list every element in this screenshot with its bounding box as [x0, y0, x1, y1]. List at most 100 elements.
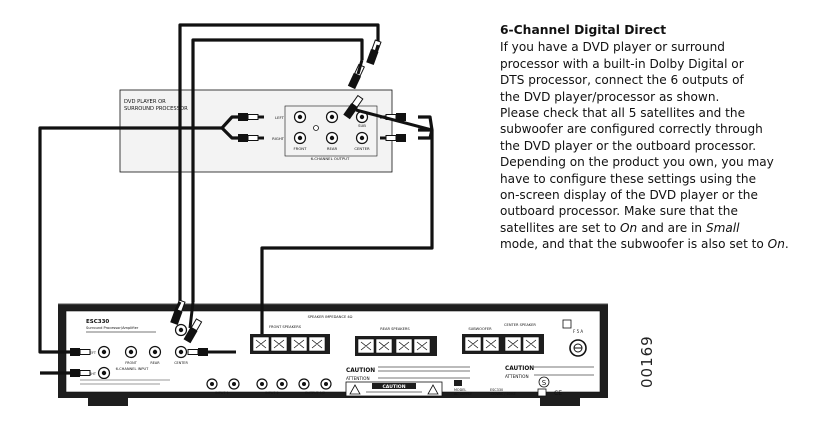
- dvd-label-front: FRONT: [294, 146, 308, 151]
- amp-spec-plate: MODEL ESC330 AC SUPPLY 120VAC / 60HZ: [454, 380, 516, 396]
- amp-ac-value: 120VAC / 60HZ: [490, 392, 516, 396]
- line-text: have to configure these settings using t…: [500, 171, 757, 186]
- cable-left-front: [38, 115, 250, 354]
- amp-input1-label: INPUT 1: [215, 391, 228, 395]
- dvd-label-sub: SUB: [358, 123, 366, 128]
- amp-jack-left: [97, 345, 111, 359]
- figure-id: 00169: [638, 335, 656, 388]
- paragraph-line: the DVD player/processor as shown.: [500, 89, 818, 105]
- emphasis-text: On: [767, 237, 785, 252]
- amp-attention-1: ATTENTION: [346, 376, 370, 381]
- cable-loop-inner: [191, 38, 364, 302]
- line-text: on-screen display of the DVD player or t…: [500, 188, 758, 203]
- paragraph-line: mode, and that the subwoofer is also set…: [500, 236, 818, 252]
- paragraph-line: Please check that all 5 satellites and t…: [500, 105, 818, 121]
- amp-cert-marks: S CE: [537, 376, 562, 397]
- amp-front-label: FRONT SPEAKERS: [269, 325, 302, 329]
- plug-amp-left-2: [70, 369, 91, 377]
- amp-label-rear: REAR: [150, 361, 160, 365]
- paragraph-line: the DVD player or the outboard processor…: [500, 138, 818, 154]
- cable-right-stub-top: [418, 115, 434, 131]
- amp-output12-label: OUTPUT 1/2: [305, 391, 325, 395]
- dvd-jack-rear-right: [325, 131, 339, 145]
- amp-input-label: 6-CHANNEL INPUT: [116, 367, 150, 371]
- amp-rear-label: REAR SPEAKERS: [380, 327, 410, 331]
- amp-terminals-rear: [355, 336, 437, 356]
- dvd-jack-front-left: [293, 110, 307, 124]
- dvd-jack-center: [355, 131, 369, 145]
- paragraph-line: have to configure these settings using t…: [500, 171, 818, 187]
- line-text: outboard processor. Make sure that the: [500, 204, 738, 219]
- svg-text:CE: CE: [554, 390, 562, 397]
- amp-caution-1: CAUTION: [346, 368, 375, 374]
- line-text: subwoofer are configured correctly throu…: [500, 122, 763, 137]
- amp-foot-left: [88, 398, 128, 406]
- line-text: Please check that all 5 satellites and t…: [500, 106, 746, 121]
- line-text: If you have a DVD player or surround: [500, 40, 725, 55]
- dvd-screw: [313, 125, 319, 131]
- dvd-label-center: CENTER: [354, 146, 370, 151]
- amp-fine-print-2: [80, 379, 170, 381]
- line-text: DTS processor, connect the 6 outputs of: [500, 73, 744, 88]
- cable-right-stub-bottom: [418, 129, 434, 140]
- amp-jack-right: [97, 366, 111, 380]
- amp-center-label: CENTER SPEAKER: [504, 323, 536, 327]
- dvd-player-unit: DVD PLAYER OR SURROUND PROCESSOR: [119, 89, 393, 173]
- dvd-title-line-2: SURROUND PROCESSOR: [124, 106, 188, 112]
- dvd-label-rear: REAR: [327, 146, 338, 151]
- amp-caution-box-label: CAUTION: [382, 384, 405, 390]
- line-text: Depending on the product you own, you ma…: [500, 155, 774, 170]
- svg-text:S: S: [542, 379, 547, 387]
- cable-loop-top: [178, 23, 380, 302]
- dvd-jack-rear-left: [325, 110, 339, 124]
- line-text: mode, and that the subwoofer is also set…: [500, 237, 768, 252]
- amp-sub-label: SUBWOOFER: [468, 327, 492, 331]
- amp-terminals-front: [250, 334, 330, 354]
- plug-dvd-left-top: [238, 113, 264, 121]
- line-text: the DVD player or the outboard processor…: [500, 138, 757, 153]
- dvd-output-label: 6-CHANNEL OUTPUT: [311, 156, 350, 161]
- plug-dvd-top-1: [366, 39, 382, 66]
- dvd-jack-panel: [284, 105, 378, 157]
- plug-amp-top-2: [183, 318, 203, 344]
- plug-amp-right-1: [187, 348, 236, 356]
- amp-stereo-jacks: [206, 378, 332, 390]
- amp-foot-right: [540, 398, 580, 406]
- emphasis-text: On: [620, 220, 638, 235]
- line-text: satellites are set to: [500, 220, 621, 235]
- emphasis-text: Small: [705, 220, 740, 235]
- paragraph-line: DTS processor, connect the 6 outputs of: [500, 72, 818, 88]
- paragraph-line: Depending on the product you own, you ma…: [500, 154, 818, 170]
- line-text: processor with a built-in Dolby Digital …: [500, 56, 744, 71]
- amp-caution-2: CAUTION: [505, 366, 534, 372]
- amp-jack-rear: [148, 345, 162, 359]
- amp-caution-box: CAUTION: [345, 381, 443, 397]
- plug-dvd-top-2: [347, 63, 365, 90]
- dvd-label-right: RIGHT: [272, 136, 285, 141]
- amp-model-value: ESC330: [490, 388, 503, 392]
- paragraph-line: outboard processor. Make sure that the: [500, 203, 818, 219]
- amp-ac-supply: AC SUPPLY: [454, 392, 473, 396]
- amp-label-left: LEFT: [88, 351, 97, 355]
- amp-terminals-sub-center: [462, 334, 544, 354]
- amp-model-label: MODEL: [454, 388, 466, 392]
- amplifier-unit: ESC330 Surround Processor/Amplifier LEFT…: [58, 303, 608, 406]
- amp-input2-label: INPUT 2: [265, 391, 278, 395]
- paragraph-line: subwoofer are configured correctly throu…: [500, 121, 818, 137]
- line-text: .: [784, 237, 789, 252]
- line-text: and are in: [637, 220, 706, 235]
- amp-speaker-header: SPEAKER IMPEDANCE 4Ω: [308, 315, 353, 319]
- dvd-player-box: [119, 89, 393, 173]
- dvd-jack-front-right: [293, 131, 307, 145]
- amp-fine-print-3: [80, 383, 160, 385]
- dvd-title-line-1: DVD PLAYER OR: [124, 99, 166, 105]
- section-title: 6-Channel Digital Direct: [500, 23, 667, 37]
- amp-label-right: RIGHT: [85, 372, 97, 376]
- amp-model: ESC330: [86, 319, 109, 325]
- paragraph-line: processor with a built-in Dolby Digital …: [500, 56, 818, 72]
- plug-dvd-top-3: [343, 94, 364, 120]
- dvd-jack-sub: [355, 110, 369, 124]
- amp-jack-sub: [174, 323, 188, 337]
